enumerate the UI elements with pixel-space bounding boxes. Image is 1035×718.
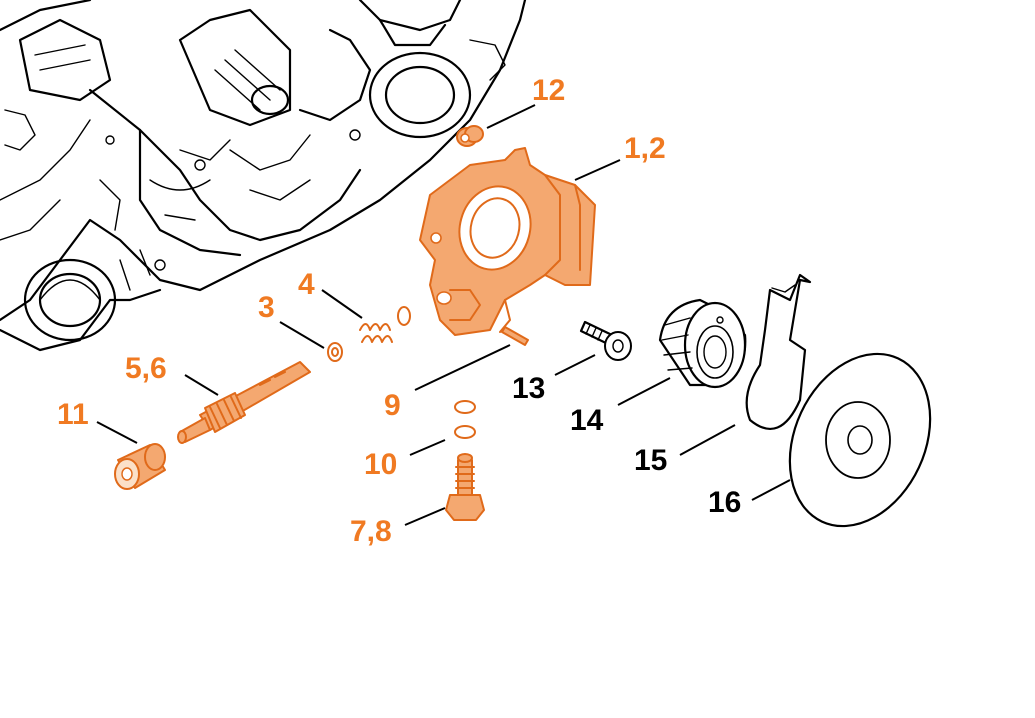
label-part-9: 9: [384, 389, 401, 422]
label-part-10: 10: [364, 448, 397, 481]
pin-part-9: [501, 326, 529, 346]
worm-gear-part-14: [658, 298, 747, 389]
label-part-16: 16: [708, 486, 741, 519]
leader-lines: [96, 104, 791, 526]
label-part-12: 12: [532, 74, 565, 107]
plug-bushing-part-11: [114, 443, 166, 490]
label-part-1-2: 1,2: [624, 132, 666, 165]
part-labels: 12 1,2 4 3 5,6 11 9 10 7,8 13 14 15 16: [57, 74, 741, 548]
adjusting-screw-part-7-8: [445, 453, 485, 521]
disc-part-16: [788, 352, 932, 528]
label-part-13: 13: [512, 372, 545, 405]
label-part-3: 3: [258, 291, 275, 324]
o-rings-part-10: [454, 400, 476, 439]
label-part-4: 4: [298, 268, 315, 301]
crankcase-drawing: [0, 0, 527, 352]
label-part-15: 15: [634, 444, 667, 477]
label-part-11: 11: [57, 398, 89, 431]
spring-part-4: [359, 306, 411, 343]
label-part-7-8: 7,8: [350, 515, 392, 548]
label-part-5-6: 5,6: [125, 352, 167, 385]
screw-part-13: [579, 320, 632, 361]
spring-clip-part-15: [745, 273, 812, 430]
worm-shaft-part-5-6: [177, 361, 311, 444]
label-part-14: 14: [570, 404, 604, 437]
oil-pump-housing-part-1-2: [419, 147, 596, 336]
washer-part-3: [327, 342, 343, 362]
plug-part-12: [456, 125, 484, 147]
